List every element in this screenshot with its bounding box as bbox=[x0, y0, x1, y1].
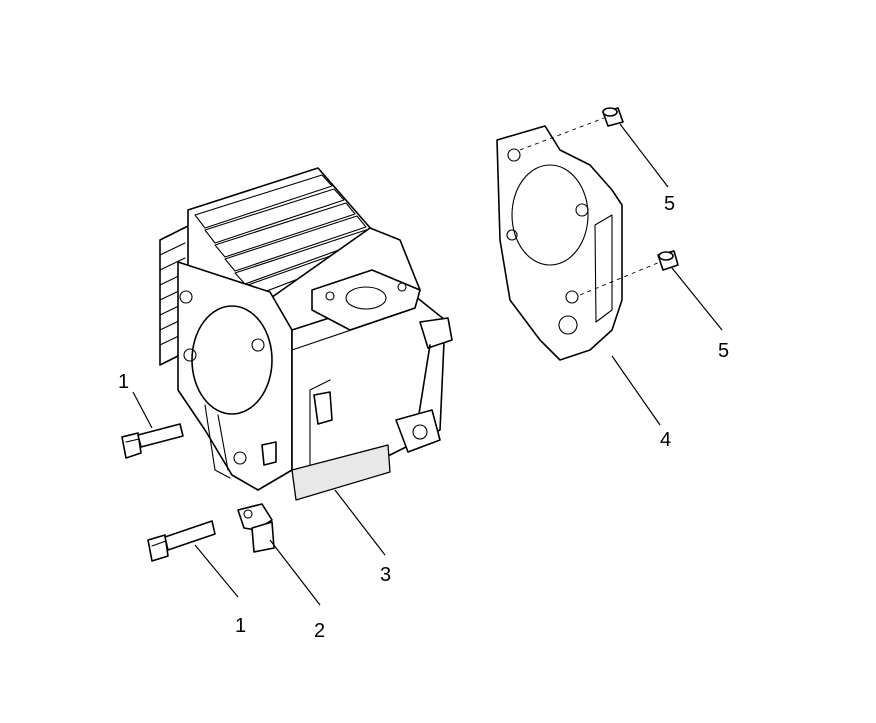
bolt-lower bbox=[147, 520, 216, 562]
hose-clip bbox=[237, 503, 275, 553]
leader-lines bbox=[132, 123, 723, 606]
dowel-pin-upper bbox=[602, 107, 624, 127]
dowel-pin-lower bbox=[657, 250, 679, 271]
cam-chain-bracket bbox=[395, 317, 453, 453]
callout-5-upper: 5 bbox=[664, 193, 675, 215]
cylinder-block bbox=[159, 167, 453, 501]
callout-1-lower: 1 bbox=[235, 615, 246, 637]
callout-1-upper: 1 bbox=[118, 371, 129, 393]
callout-3: 3 bbox=[380, 564, 391, 586]
port-flange bbox=[311, 269, 421, 331]
callout-2: 2 bbox=[314, 620, 325, 642]
cylinder-base-gasket bbox=[496, 125, 623, 361]
callout-5-lower: 5 bbox=[718, 340, 729, 362]
cylinder-bore bbox=[191, 305, 273, 415]
callout-4: 4 bbox=[660, 429, 671, 451]
bolt-upper bbox=[121, 423, 184, 459]
